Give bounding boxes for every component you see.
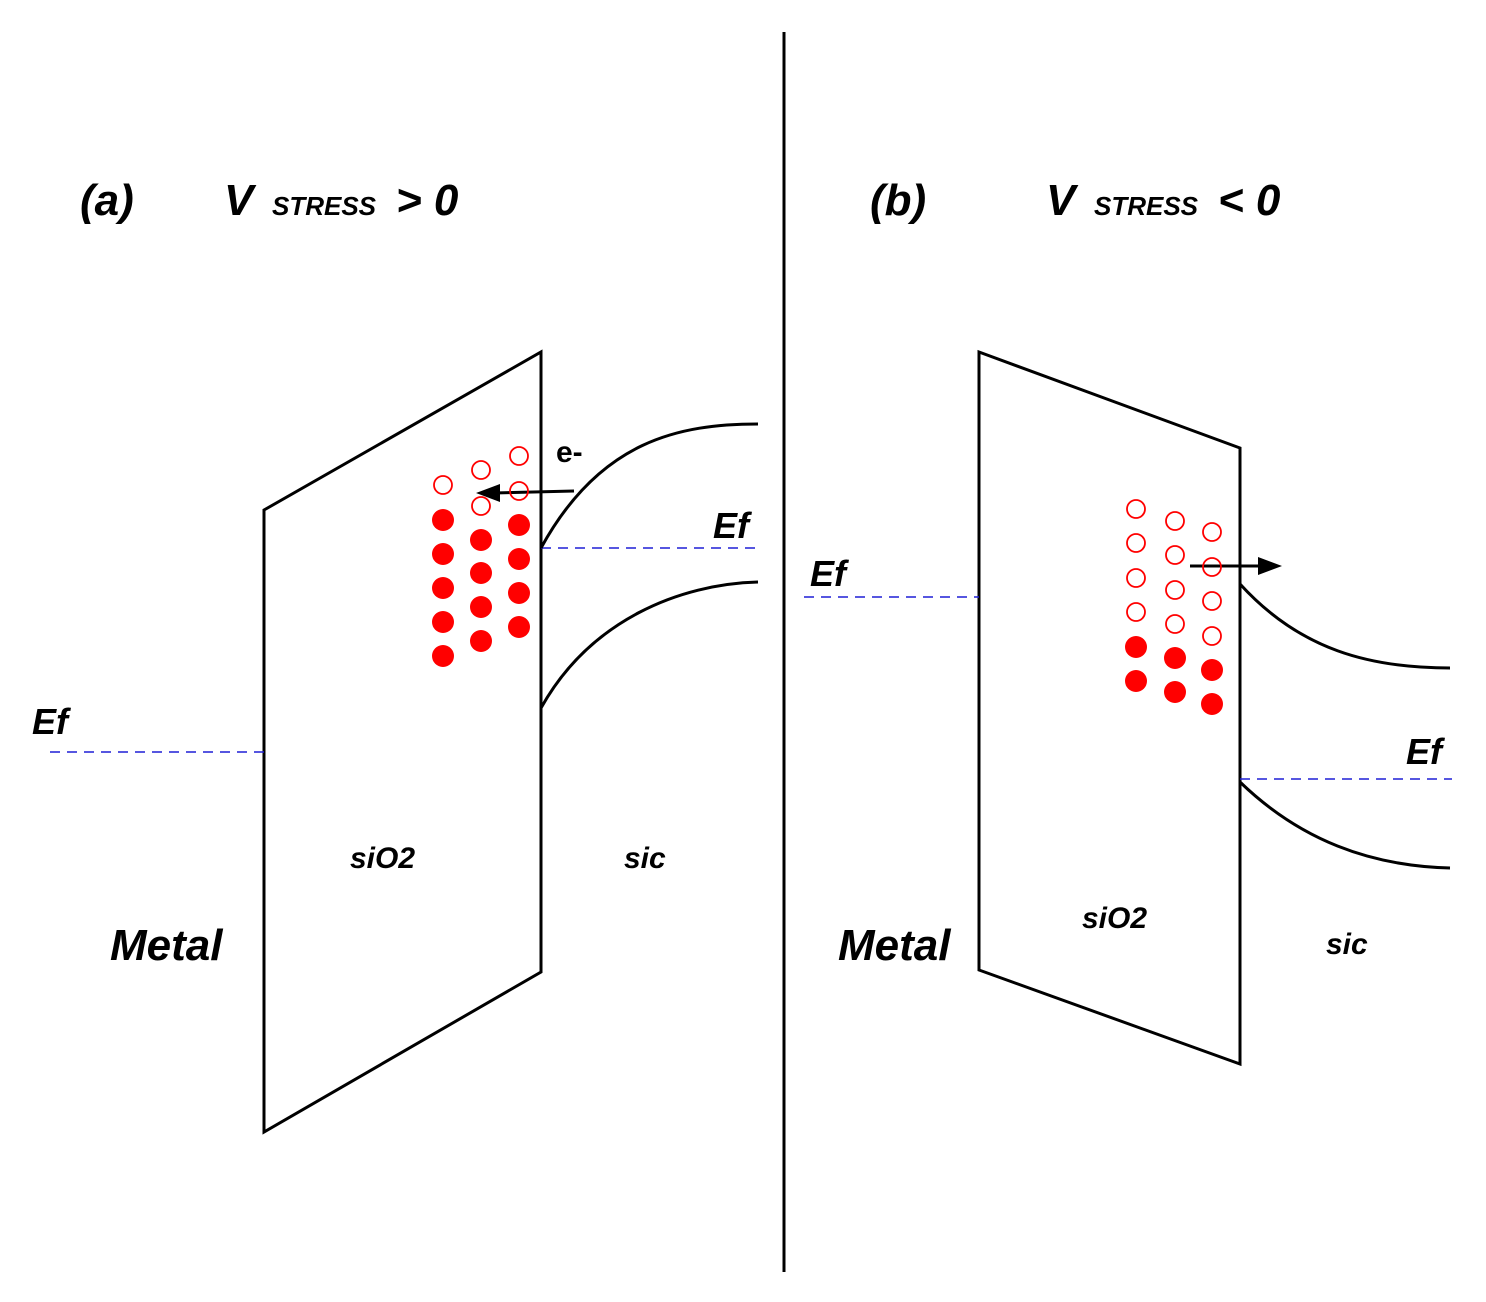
- panel-b-empty-trap: [1202, 522, 1222, 542]
- panel-b-empty-trap: [1165, 614, 1185, 634]
- panel-a-filled-trap: [432, 611, 454, 633]
- panel-a-empty-trap: [433, 475, 453, 495]
- panel-b-empty-trap: [1126, 568, 1146, 588]
- panel-b-filled-trap: [1164, 681, 1186, 703]
- panel-b-metal-ef-label: Ef: [810, 553, 849, 594]
- panel-a-valence-band-curve: [539, 580, 759, 709]
- panel-b-filled-trap: [1201, 659, 1223, 681]
- panel-b-empty-trap: [1202, 591, 1222, 611]
- panel-b-sic-label: sic: [1326, 928, 1368, 961]
- panel-b-oxide-barrier: [977, 349, 1242, 1067]
- panel-b-empty-trap: [1165, 511, 1185, 531]
- panel-b-stress-v: V: [1046, 176, 1079, 225]
- panel-a-filled-trap: [508, 514, 530, 536]
- panel-a-filled-trap: [432, 645, 454, 667]
- panel-a-filled-trap: [470, 630, 492, 652]
- panel-b-filled-trap: [1125, 670, 1147, 692]
- panel-a-filled-trap: [508, 582, 530, 604]
- panel-a-oxide-label: siO2: [350, 842, 415, 875]
- panel-a-filled-trap: [470, 596, 492, 618]
- panel-a-metal-label: Metal: [110, 921, 223, 970]
- panel-a-oxide-barrier: [262, 349, 543, 1135]
- panel-a-empty-trap: [471, 460, 491, 480]
- panel-b-empty-trap: [1202, 626, 1222, 646]
- panel-a-filled-trap: [470, 562, 492, 584]
- panel-b-oxide-label: siO2: [1082, 902, 1147, 935]
- panel-a-electron-label: e-: [556, 436, 583, 469]
- panel-a-empty-trap: [509, 481, 529, 501]
- panel-a-empty-trap: [509, 446, 529, 466]
- panel-b-empty-trap: [1202, 557, 1222, 577]
- panel-b-empty-trap: [1126, 602, 1146, 622]
- panel-b-empty-trap: [1126, 499, 1146, 519]
- panel-a-filled-trap: [508, 548, 530, 570]
- panel-a: (a) V STRESS > 0 e-: [32, 176, 759, 1135]
- panel-b-filled-trap: [1201, 693, 1223, 715]
- panel-a-filled-trap: [470, 529, 492, 551]
- panel-b-sic-ef-label: Ef: [1406, 731, 1445, 772]
- panel-a-label: (a): [80, 176, 134, 225]
- panel-a-empty-trap: [471, 496, 491, 516]
- panel-a-filled-trap: [432, 543, 454, 565]
- panel-a-stress-sub: STRESS: [272, 191, 377, 221]
- panel-a-metal-ef-label: Ef: [32, 701, 71, 742]
- panel-a-sic-ef-label: Ef: [713, 505, 752, 546]
- panel-b-empty-trap: [1165, 580, 1185, 600]
- panel-b-metal-label: Metal: [838, 921, 951, 970]
- panel-a-filled-trap: [508, 616, 530, 638]
- panel-b: (b) V STRESS < 0: [804, 176, 1452, 1067]
- panel-b-valence-band-curve: [1238, 780, 1451, 870]
- panel-b-stress-relation: < 0: [1218, 176, 1281, 225]
- panel-a-electron-arrow-head: [476, 484, 500, 502]
- panel-b-empty-trap: [1165, 545, 1185, 565]
- panel-a-filled-trap: [432, 577, 454, 599]
- panel-a-stress-relation: > 0: [396, 176, 459, 225]
- panel-a-conduction-band-curve: [539, 422, 759, 549]
- panel-b-filled-trap: [1164, 647, 1186, 669]
- panel-a-filled-trap: [432, 509, 454, 531]
- panel-b-conduction-band-curve: [1238, 582, 1451, 670]
- panel-b-emission-arrow-head: [1258, 557, 1282, 575]
- panel-b-empty-trap: [1126, 533, 1146, 553]
- panel-b-stress-sub: STRESS: [1094, 191, 1199, 221]
- panel-a-stress-v: V: [224, 176, 257, 225]
- panel-a-sic-label: sic: [624, 842, 666, 875]
- panel-a-electron-arrow: [493, 489, 575, 495]
- panel-b-filled-trap: [1125, 636, 1147, 658]
- panel-b-label: (b): [870, 176, 926, 225]
